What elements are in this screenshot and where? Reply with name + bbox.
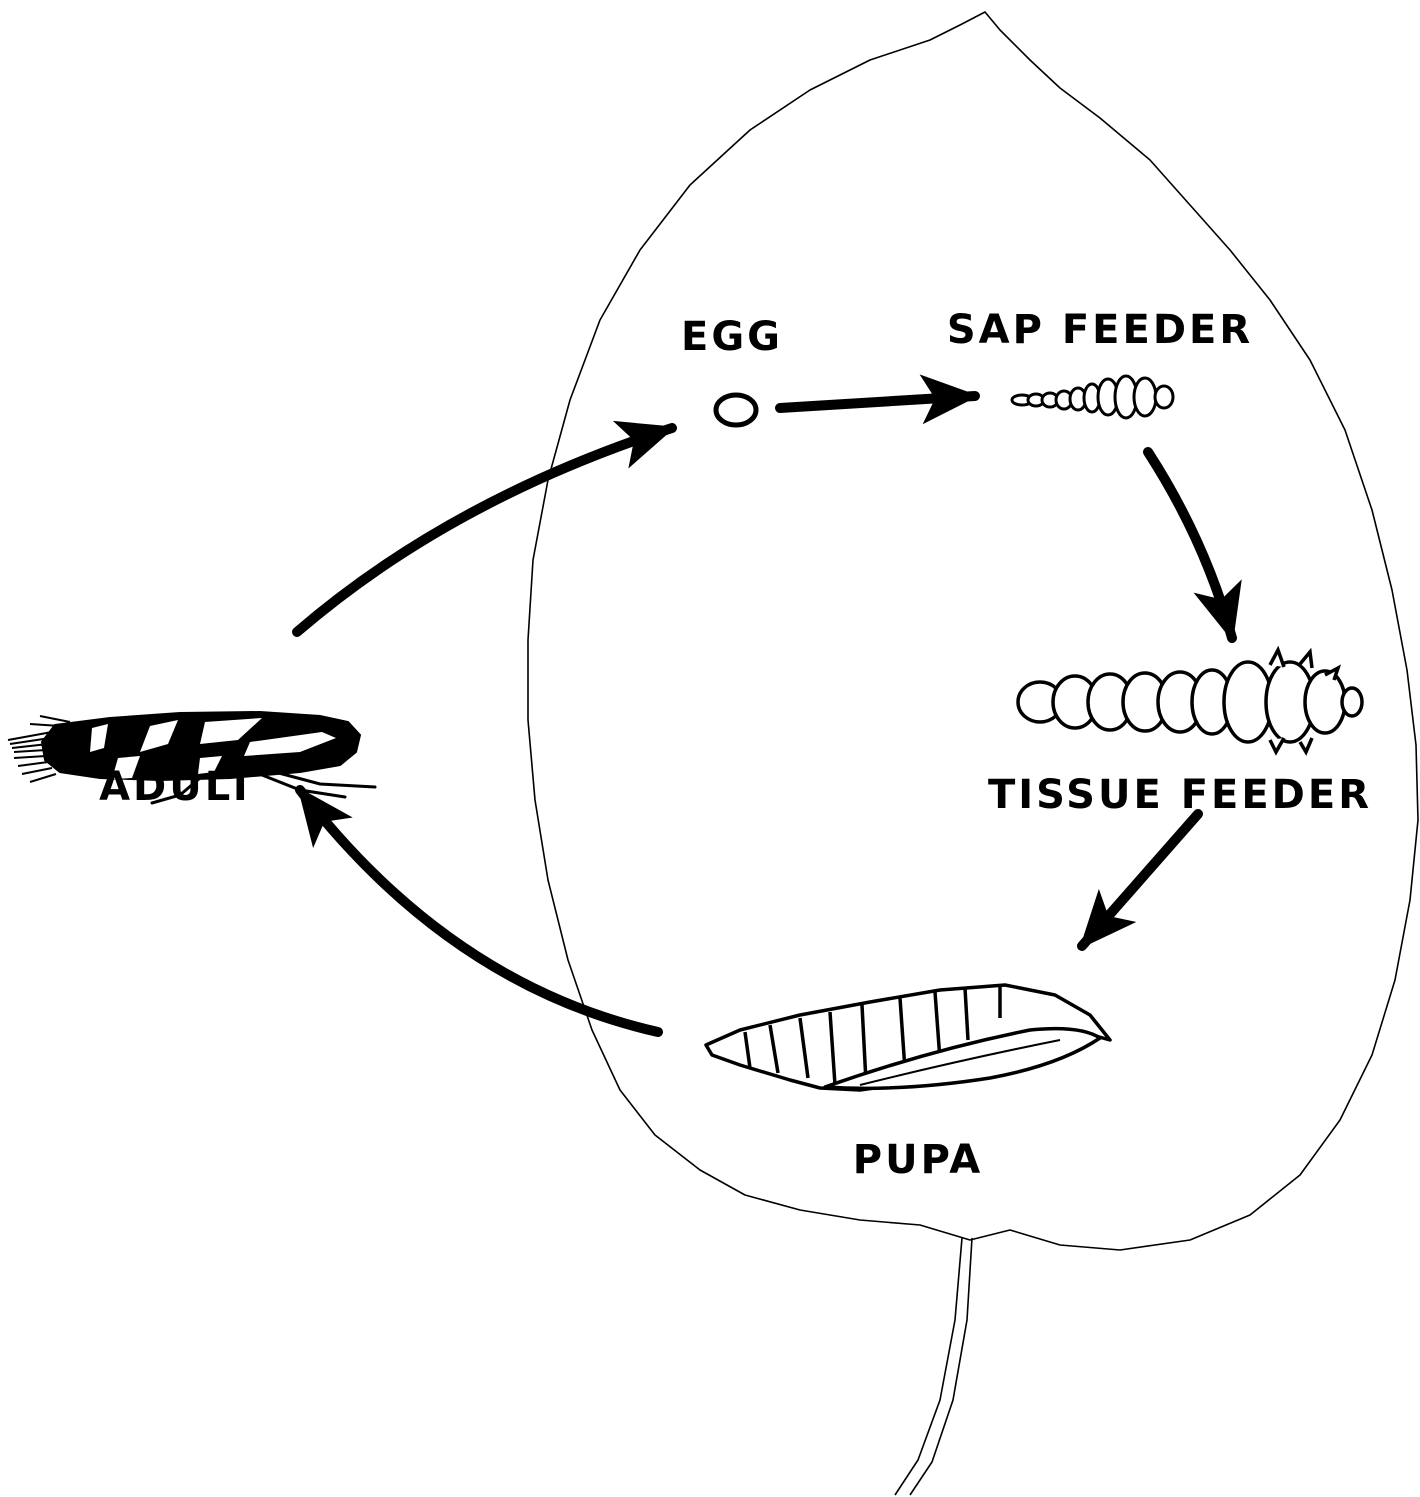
leaf-icon bbox=[528, 12, 1418, 1495]
adult-label: ADULT bbox=[99, 764, 257, 810]
egg-icon bbox=[716, 395, 756, 425]
tissue-feeder-label: TISSUE FEEDER bbox=[988, 772, 1372, 818]
sap-feeder-label: SAP FEEDER bbox=[947, 307, 1253, 353]
egg-label: EGG bbox=[681, 314, 783, 360]
pupa-label: PUPA bbox=[853, 1137, 983, 1183]
